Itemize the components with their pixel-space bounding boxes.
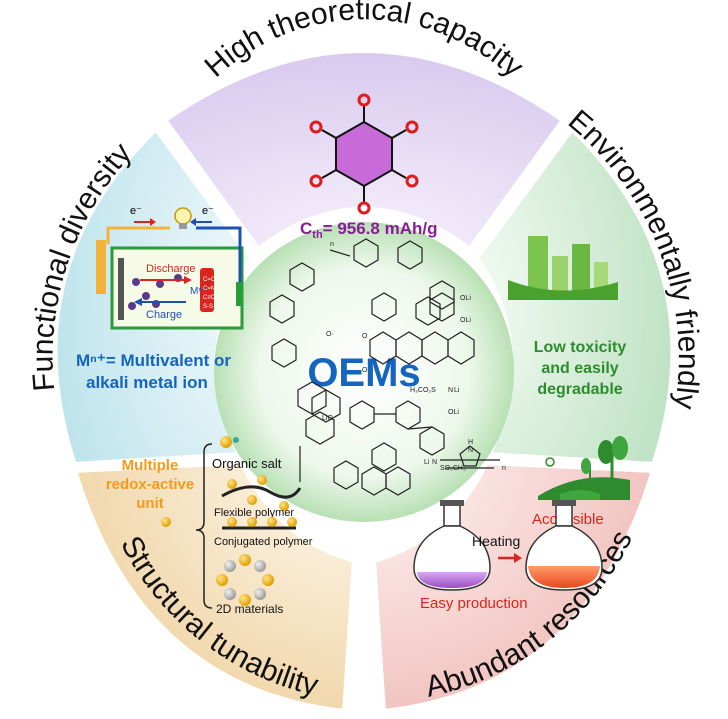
battery-diagram [96,207,244,330]
charge-label: Charge [146,309,182,321]
discharge-label: Discharge [146,263,196,275]
segment-bottom-left-bg [70,458,359,716]
flexible-polymer-icon [221,475,302,511]
heating-label: Heating [472,533,520,549]
toxicity-note-1: Low toxicity [534,339,627,356]
svg-text:OLi: OLi [460,295,471,302]
toxicity-note-3: degradable [537,381,622,398]
redox-unit-ball [161,517,171,527]
toxicity-note-2: and easily [541,360,618,377]
organic-salt-icon [220,436,239,448]
flask-right-icon [525,500,603,591]
item-conjugated-polymer: Conjugated polymer [214,536,313,548]
electron-right: e⁻ [202,205,214,217]
svg-text:n: n [330,241,334,248]
svg-text:N: N [448,387,453,394]
heating-arrow-icon [498,553,522,563]
center-small-labels: OLi OLi n O· LiO OLi H₃CO₂S N Li Li N SO… [322,241,506,472]
conjugated-polymer-icon [222,517,297,530]
capacity-label: Cth= 956.8 mAh/g [300,219,437,241]
svg-text:SO₂CH₃: SO₂CH₃ [440,465,466,472]
metal-ion-note-2: alkali metal ion [86,373,208,392]
unit-label-2: redox-active [106,476,194,493]
svg-text:O: O [362,367,368,374]
svg-text:N: N [432,459,437,466]
svg-text:H₃CO₂S: H₃CO₂S [410,387,436,394]
center-circle [214,222,514,522]
2d-material-icon [216,554,274,606]
bond-label-3: C≡C [203,295,216,301]
svg-text:N: N [468,447,473,454]
svg-text:O·: O· [326,331,334,338]
svg-text:O: O [362,333,368,340]
metal-ion-note-1: Mⁿ⁺= Multivalent or [76,351,231,370]
structure-bracket [195,443,213,609]
svg-text:OLi: OLi [460,317,471,324]
svg-text:OLi: OLi [448,409,459,416]
electron-left: e⁻ [130,205,142,217]
bond-label-2: C=N [203,286,215,292]
easy-production-label: Easy production [420,595,528,612]
unit-label-1: Multiple [122,457,179,474]
lightbulb-icon [174,207,192,229]
cyclohexanehexone-molecule [309,93,419,215]
svg-text:H: H [468,439,473,446]
item-2d-materials: 2D materials [216,602,283,616]
svg-text:Li: Li [454,387,460,394]
sprout-icon [538,436,630,500]
unit-label-3: unit [136,495,164,512]
svg-text:LiO: LiO [322,415,333,422]
item-flexible-polymer: Flexible polymer [214,507,294,519]
center-label: OEMs [307,351,420,395]
flask-left-icon [413,500,491,591]
bond-label-4: S-S [203,304,213,310]
ion-label: Mⁿ⁺ [190,286,207,297]
svg-text:n: n [502,465,506,472]
center-molecules [269,238,500,496]
bond-label-1: C=O [203,277,216,283]
svg-text:Li: Li [424,459,430,466]
green-city-icon [508,236,618,300]
item-organic-salt: Organic salt [212,456,282,471]
